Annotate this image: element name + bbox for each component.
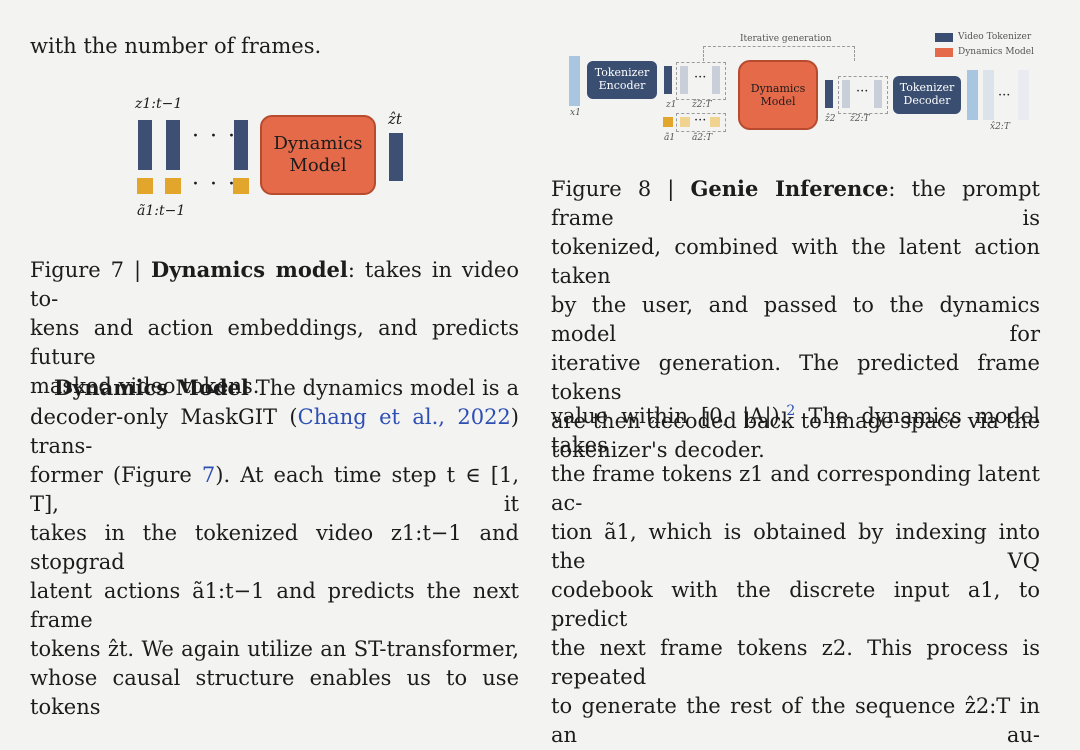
body-line: to generate the rest of the sequence ẑ2:…: [551, 694, 1040, 747]
body-line: ). At each time step t ∈ [1, T], it: [30, 463, 519, 516]
ellipsis: ···: [694, 113, 707, 128]
z2T-label-b: ẑ2:T: [850, 114, 870, 124]
body-line: whose causal structure enables us to use…: [30, 666, 519, 719]
legend-swatch-tokenizer: [935, 33, 953, 42]
action-tokens-label: ã1:t−1: [137, 203, 186, 219]
fig7-caption-line: kens and action embeddings, and predicts…: [30, 316, 519, 369]
body-line: tokens ẑt. We again utilize an ST-transf…: [30, 637, 519, 661]
body-line: The dynamics model takes: [551, 404, 1040, 457]
fig8-caption-title: Genie Inference: [690, 176, 889, 201]
body-line: the frame tokens z1 and corresponding la…: [551, 462, 1040, 515]
footnote-link[interactable]: 2: [786, 403, 796, 419]
masked-actions-box: [676, 113, 726, 132]
masked-token: [712, 66, 720, 94]
fig7-caption-prefix: Figure 7 |: [30, 258, 151, 282]
fig8-caption-line: tokenized, combined with the latent acti…: [551, 235, 1040, 288]
figure-8-caption: Figure 8 | Genie Inference: the prompt f…: [551, 174, 1040, 465]
body-line: latent actions ã1:t−1 and predicts the n…: [30, 579, 519, 632]
section-heading: Dynamics Model: [54, 375, 249, 400]
fig7-caption-line: masked video tokens.: [30, 374, 260, 398]
body-line: former (Figure: [30, 463, 202, 487]
body-line: tion ã1, which is obtained by indexing i…: [551, 520, 1040, 573]
body-line: codebook with the discrete input a1, to …: [551, 578, 1040, 631]
legend-dynamics: Dynamics Model: [958, 47, 1034, 57]
fig7-caption-title: Dynamics model: [150, 257, 348, 282]
fig8-caption-line: iterative generation. The predicted fram…: [551, 351, 1040, 404]
fig8-dynamics-model-box: Dynamics Model: [738, 60, 818, 130]
tokenizer-encoder-label: Tokenizer Encoder: [594, 66, 650, 92]
z1-label: z1: [666, 100, 677, 110]
action-token: [165, 178, 181, 194]
ellipsis: ···: [856, 84, 869, 99]
ellipsis: · · ·: [192, 124, 237, 149]
figure-7-caption: Figure 7 | Dynamics model: takes in vide…: [30, 255, 519, 401]
z2-token: [825, 80, 833, 108]
input-frame-bar: [569, 56, 580, 106]
left-body-paragraph: Dynamics Model The dynamics model is a d…: [30, 373, 519, 722]
x2T-label: x̂2:T: [990, 122, 1010, 132]
fig8-dynamics-model-label: Dynamics Model: [750, 82, 806, 108]
top-text-line: with the number of frames.: [30, 34, 322, 58]
legend-swatch-dynamics: [935, 48, 953, 57]
z2-label: ẑ2: [825, 114, 836, 124]
iteration-loop: [703, 46, 855, 61]
predicted-token: [874, 80, 882, 108]
body-line: The dynamics model is a: [248, 376, 519, 400]
a2T-label: ã2:T: [692, 133, 713, 143]
action-token: [233, 178, 249, 194]
masked-tokens-box: [676, 62, 726, 100]
dynamics-model-box: Dynamics Model: [260, 115, 376, 195]
token-bar: [234, 120, 248, 170]
a1-label: ã1: [664, 133, 676, 143]
predicted-token-bar: [389, 133, 403, 181]
right-body-paragraph: value within [0, |A|).2 The dynamics mod…: [551, 397, 1040, 750]
fig8-caption-line: : the prompt frame is: [551, 177, 1040, 230]
zhat-label: ẑt: [388, 110, 402, 128]
dynamics-model-label: Dynamics Model: [273, 133, 363, 176]
tokenizer-decoder-box: Tokenizer Decoder: [893, 76, 961, 114]
tokenizer-encoder-box: Tokenizer Encoder: [587, 61, 657, 99]
token-bar: [166, 120, 180, 170]
body-line: takes in the tokenized video z1:t−1 and …: [30, 521, 519, 574]
output-frame-bar: [967, 70, 978, 120]
fig8-caption-line: tokenizer's decoder.: [551, 438, 765, 462]
output-frame-bar: [1018, 70, 1029, 120]
action-token: [137, 178, 153, 194]
body-line: the next frame tokens z2. This process i…: [551, 636, 1040, 689]
predicted-tokens-box: [838, 76, 888, 114]
ellipsis: ···: [998, 88, 1011, 103]
citation-link[interactable]: Chang et al., 2022: [297, 405, 511, 429]
ellipsis: · · ·: [192, 172, 237, 197]
token-bar: [138, 120, 152, 170]
ellipsis: ···: [694, 70, 707, 85]
output-frame-bar: [983, 70, 994, 120]
body-line: ) trans-: [30, 405, 519, 458]
masked-token: [680, 66, 688, 94]
iterative-generation-label: Iterative generation: [740, 34, 832, 44]
figure-ref-link[interactable]: 7: [201, 463, 216, 487]
z2T-label: ẑ2:T: [692, 100, 712, 110]
a1-token: [663, 117, 673, 127]
tokenizer-decoder-label: Tokenizer Decoder: [899, 81, 955, 107]
fig8-caption-prefix: Figure 8 |: [551, 177, 691, 201]
fig7-caption-line: : takes in video to-: [30, 258, 519, 311]
x1-label: x1: [570, 108, 581, 118]
fig8-caption-line: by the user, and passed to the dynamics …: [551, 293, 1040, 346]
masked-action: [710, 117, 720, 127]
fig8-caption-line: are then decoded back to image space via…: [551, 409, 1040, 433]
z1-token: [664, 66, 672, 94]
body-line: decoder-only MaskGIT (: [30, 405, 298, 429]
legend-tokenizer: Video Tokenizer: [958, 32, 1032, 42]
predicted-token: [842, 80, 850, 108]
body-line: value within [0, |A|).: [551, 404, 787, 428]
z-tokens-label: z1:t−1: [135, 96, 183, 112]
masked-action: [680, 117, 690, 127]
